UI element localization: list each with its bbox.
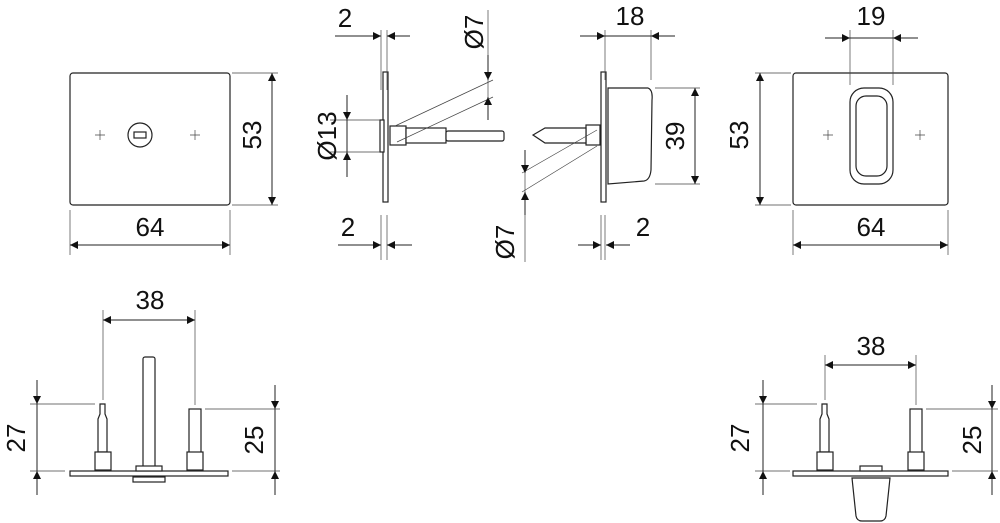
dim-knob-width-label: 19 [857, 1, 886, 31]
dim-pin-spacing-label: 38 [136, 285, 165, 315]
bottom-emergency-view: 38 27 25 [1, 285, 280, 495]
screw-hole-marks [95, 130, 200, 140]
bottom-turn-view: 38 27 25 [725, 331, 998, 522]
dim-pin-spacing-label: 38 [857, 331, 886, 361]
dim-pin-left-height-label: 27 [725, 424, 755, 453]
dim-thickness-bottom-label: 2 [636, 212, 650, 242]
side-turn-view: 18 39 Ø7 2 [490, 1, 700, 262]
dim-cap-diameter-label: Ø13 [312, 111, 342, 160]
dim-thickness-bottom-label: 2 [341, 212, 355, 242]
dim-knob-height-label: 39 [660, 122, 690, 151]
dim-width-label: 64 [857, 212, 886, 242]
turn-knob-profile [607, 87, 653, 185]
dim-pin-left-height-label: 27 [1, 424, 31, 453]
dim-pin-right-height-label: 25 [239, 426, 269, 455]
front-turn-rosette-view: 19 53 64 [724, 1, 949, 255]
dim-height-label: 53 [724, 121, 754, 150]
dim-width-label: 64 [136, 212, 165, 242]
side-emergency-view: 2 Ø7 Ø13 2 [312, 3, 505, 260]
dim-knob-depth-label: 18 [616, 1, 645, 31]
dim-height-label: 53 [237, 121, 267, 150]
dim-spindle-diameter-label: Ø7 [490, 225, 520, 260]
dim-spindle-diameter-label: Ø7 [459, 15, 489, 50]
dim-thickness-top-label: 2 [338, 3, 352, 33]
turn-knob-bottom [851, 477, 891, 522]
dim-pin-right-height-label: 25 [957, 426, 987, 455]
front-emergency-rosette-view: 53 64 [69, 72, 278, 255]
release-slot [133, 131, 147, 139]
